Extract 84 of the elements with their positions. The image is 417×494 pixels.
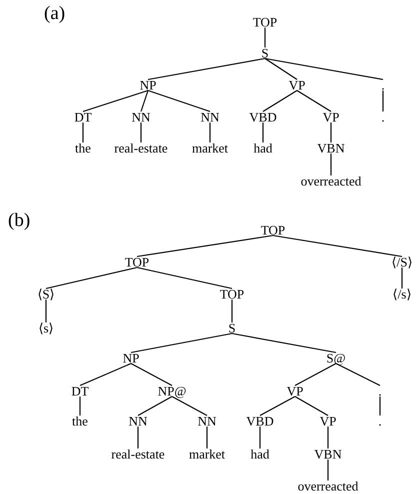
tree-node-label: ⟨/s⟩ — [392, 288, 412, 300]
tree-branch — [330, 154, 332, 176]
panel-label: (b) — [8, 211, 30, 231]
tree-node-label: . — [380, 78, 386, 92]
tree-branch — [136, 266, 232, 290]
tree-branch — [80, 363, 132, 386]
tree-branch — [296, 90, 332, 112]
tree-node-label: VP — [322, 110, 340, 124]
tree-branch — [330, 122, 332, 142]
tree-branch — [327, 460, 329, 480]
tree-branch — [136, 234, 274, 258]
tree-node-label: TOP — [218, 288, 246, 300]
tree-branch — [231, 300, 233, 322]
tree-branch — [130, 332, 232, 354]
tree-node-label: market — [190, 142, 230, 154]
tree-branch — [401, 268, 403, 288]
tree-branch — [232, 332, 336, 354]
tree-node-label: NP@ — [156, 384, 188, 398]
tree-node-label: overreacted — [296, 480, 360, 492]
tree-branch — [259, 426, 261, 448]
tree-node-label: TOP — [124, 256, 150, 268]
tree-branch — [262, 122, 264, 142]
tree-node-label: DT — [73, 110, 93, 124]
panel-label: (a) — [44, 4, 66, 24]
tree-node-label: S@ — [325, 352, 347, 364]
tree-node-label: VP — [318, 414, 338, 428]
tree-branch — [140, 90, 149, 112]
tree-node-label: had — [252, 142, 274, 154]
tree-branch — [148, 58, 266, 80]
tree-node-label: . — [377, 384, 383, 398]
tree-branch — [264, 58, 298, 80]
tree-branch — [272, 234, 402, 258]
tree-branch — [264, 58, 384, 80]
tree-branch — [264, 28, 266, 48]
tree-branch — [294, 363, 336, 386]
tree-node-label: S — [227, 322, 237, 334]
tree-branch — [336, 363, 380, 386]
tree-branch — [294, 396, 328, 416]
tree-node-label: VP — [286, 384, 304, 398]
tree-branch — [260, 396, 296, 416]
tree-branch — [82, 122, 84, 142]
tree-branch — [46, 266, 138, 290]
tree-node-label: VP — [288, 78, 306, 92]
tree-node-label: ⟨s⟩ — [37, 322, 55, 334]
tree-branch — [82, 90, 148, 112]
tree-branch — [45, 300, 47, 322]
tree-node-label: ⟨/S⟩ — [390, 256, 414, 268]
tree-node-label: NN — [130, 110, 152, 124]
tree-node-label: VBD — [245, 414, 275, 428]
tree-node-label: NP — [138, 78, 158, 92]
tree-node-label: market — [188, 448, 226, 460]
tree-branch — [379, 396, 381, 416]
tree-node-label: . — [380, 110, 386, 124]
tree-branch — [138, 396, 172, 416]
tree-node-label: TOP — [252, 16, 278, 28]
tree-node-label: NP — [122, 352, 140, 364]
tree-node-label: the — [74, 142, 92, 154]
tree-node-label: S — [260, 46, 270, 60]
tree-node-label: VBD — [248, 110, 278, 124]
tree-branch — [382, 90, 384, 112]
tree-branch — [262, 90, 298, 112]
tree-branch — [130, 363, 172, 386]
tree-node-label: real-estate — [113, 142, 169, 154]
tree-branch — [206, 426, 208, 448]
tree-node-label: DT — [70, 384, 90, 398]
tree-node-label: NN — [196, 414, 218, 428]
tree-branch — [172, 396, 208, 416]
tree-branch — [137, 426, 139, 448]
tree-node-label: ⟨S⟩ — [36, 288, 56, 300]
tree-node-label: VBN — [316, 142, 346, 154]
tree-branch — [148, 90, 210, 112]
tree-node-label: VBN — [313, 448, 343, 460]
tree-node-label: overreacted — [300, 174, 362, 188]
tree-node-label: NN — [128, 414, 148, 428]
tree-node-label: real-estate — [110, 448, 166, 460]
tree-node-label: NN — [200, 110, 220, 124]
tree-node-label: the — [71, 414, 89, 428]
tree-branch — [327, 426, 329, 448]
tree-node-label: had — [250, 448, 270, 460]
tree-branch — [209, 122, 211, 142]
tree-node-label: . — [377, 414, 383, 428]
tree-branch — [79, 396, 81, 416]
tree-node-label: TOP — [260, 224, 286, 236]
tree-branch — [140, 122, 142, 142]
